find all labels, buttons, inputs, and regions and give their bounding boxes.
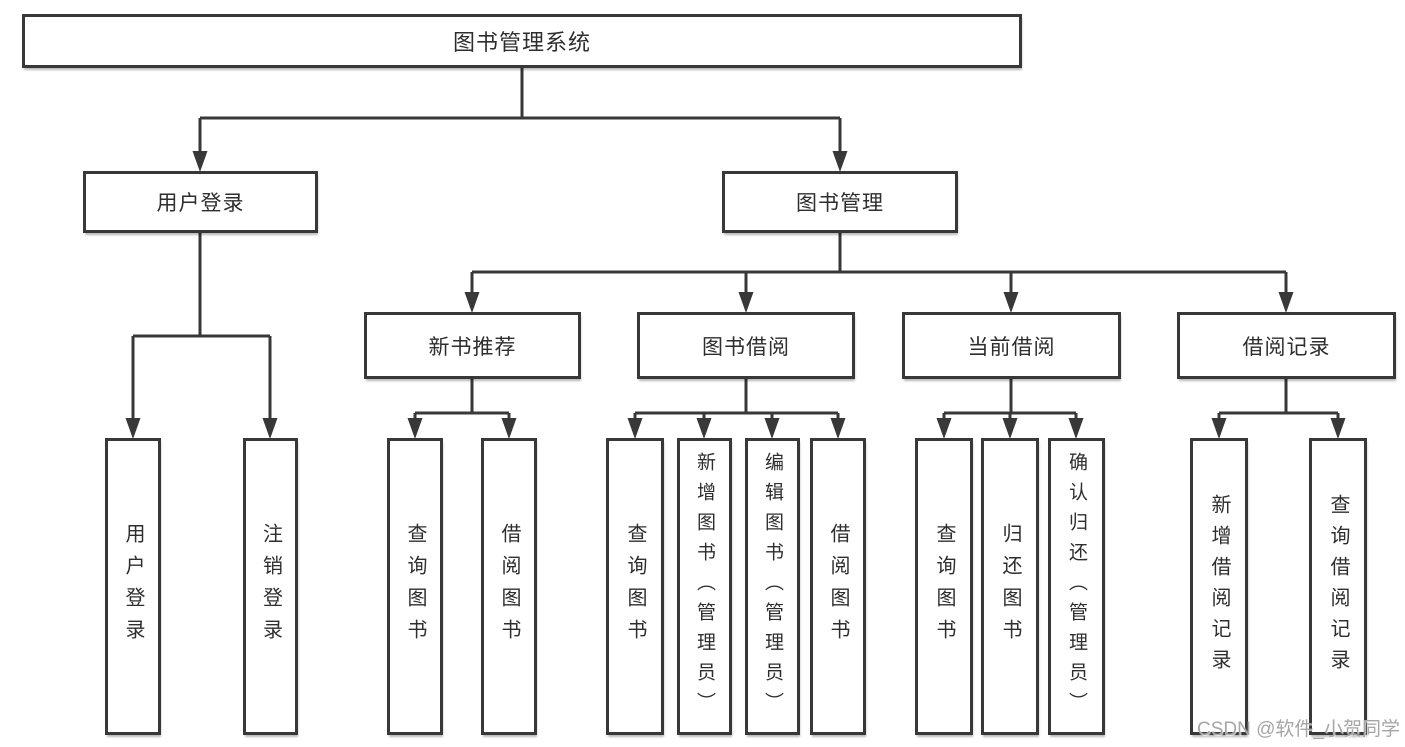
leaf-borrow-books-recommend: 借阅图书: [481, 438, 537, 735]
arrowheads: [125, 151, 1346, 439]
leaf-user-login: 用户登录: [105, 438, 161, 735]
arrowhead-icon: [832, 151, 848, 172]
leaf-confirm-return-admin: 确认归还（管理员）: [1048, 438, 1105, 735]
node-book-management: 图书管理: [722, 171, 958, 233]
arrowhead-icon: [1330, 418, 1346, 439]
arrowhead-icon: [764, 418, 780, 439]
leaf-query-books-borrow: 查询图书: [606, 438, 664, 735]
arrowhead-icon: [501, 418, 517, 439]
arrowhead-icon: [1278, 292, 1294, 313]
node-book-borrowing: 图书借阅: [637, 312, 855, 379]
leaf-edit-books-admin-label: 编辑图书（管理员）: [762, 451, 783, 722]
leaf-add-borrow-record: 新增借阅记录: [1190, 438, 1248, 735]
leaf-logout: 注销登录: [243, 438, 298, 735]
node-user-login-label: 用户登录: [156, 192, 245, 215]
arrowhead-icon: [262, 418, 278, 439]
leaf-borrow-books: 借阅图书: [810, 438, 866, 735]
leaf-add-books-admin: 新增图书（管理员）: [677, 438, 732, 735]
arrowhead-icon: [464, 292, 480, 313]
arrowhead-icon: [936, 418, 952, 439]
leaf-borrow-books-recommend-label: 借阅图书: [498, 522, 520, 651]
arrowhead-icon: [1211, 418, 1227, 439]
arrowhead-icon: [125, 418, 141, 439]
arrowhead-icon: [192, 151, 208, 172]
node-borrowing-records: 借阅记录: [1177, 312, 1396, 379]
leaf-confirm-return-admin-label: 确认归还（管理员）: [1066, 451, 1087, 722]
node-root-label: 图书管理系统: [452, 30, 591, 55]
leaf-query-books-recommend: 查询图书: [387, 438, 443, 735]
node-current-borrowing-label: 当前借阅: [967, 335, 1056, 359]
node-user-login: 用户登录: [83, 171, 318, 233]
arrowhead-icon: [696, 418, 712, 439]
arrowhead-icon: [407, 418, 423, 439]
leaf-borrow-books-label: 借阅图书: [827, 522, 849, 651]
leaf-query-books-recommend-label: 查询图书: [404, 522, 426, 651]
leaf-add-borrow-record-label: 新增借阅记录: [1208, 493, 1230, 680]
node-root: 图书管理系统: [22, 14, 1022, 68]
node-current-borrowing: 当前借阅: [902, 312, 1121, 379]
leaf-logout-label: 注销登录: [259, 522, 282, 651]
leaf-query-books-current: 查询图书: [915, 438, 973, 735]
arrowhead-icon: [627, 418, 643, 439]
arrowhead-icon: [1003, 292, 1019, 313]
leaf-query-borrow-record-label: 查询借阅记录: [1327, 493, 1349, 680]
watermark-text: CSDN @软件_小贺同学: [1197, 719, 1400, 740]
leaf-query-borrow-record: 查询借阅记录: [1309, 438, 1367, 735]
node-new-book-recommendation-label: 新书推荐: [428, 335, 517, 359]
node-book-management-label: 图书管理: [796, 192, 884, 215]
arrowhead-icon: [738, 292, 754, 313]
leaf-return-books-label: 归还图书: [999, 522, 1021, 651]
node-book-borrowing-label: 图书借阅: [702, 335, 790, 359]
leaf-query-books-borrow-label: 查询图书: [624, 522, 646, 651]
node-borrowing-records-label: 借阅记录: [1242, 335, 1331, 359]
leaf-edit-books-admin: 编辑图书（管理员）: [745, 438, 800, 735]
leaf-query-books-current-label: 查询图书: [933, 522, 955, 651]
arrowhead-icon: [1068, 418, 1084, 439]
node-new-book-recommendation: 新书推荐: [364, 312, 581, 379]
leaf-add-books-admin-label: 新增图书（管理员）: [694, 451, 715, 722]
arrowhead-icon: [830, 418, 846, 439]
leaf-user-login-label: 用户登录: [122, 522, 144, 651]
arrowhead-icon: [1002, 418, 1018, 439]
leaf-return-books: 归还图书: [981, 438, 1039, 735]
